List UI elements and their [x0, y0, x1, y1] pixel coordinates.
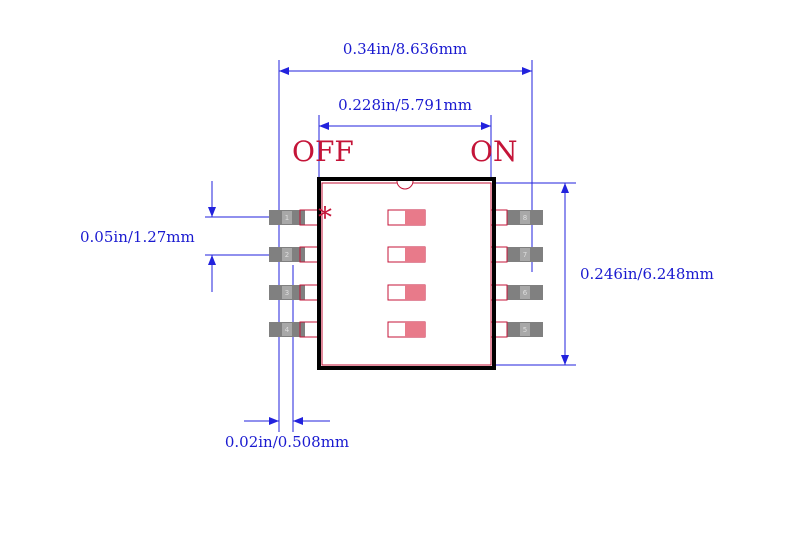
pad-2: 2: [269, 247, 305, 262]
body-width-dimension: 0.228in/5.791mm: [318, 96, 492, 180]
body-width-label: 0.228in/5.791mm: [338, 96, 472, 114]
component-body: *: [317, 177, 496, 370]
body-height-dimension: 0.246in/6.248mm: [495, 182, 714, 366]
pad-5: 5: [507, 322, 543, 337]
overall-width-dimension: 0.34in/8.636mm: [278, 40, 533, 432]
switch-4: [387, 321, 426, 338]
pad-6-number: 6: [523, 289, 528, 297]
off-label: OFF: [292, 135, 354, 168]
pad-1-number: 1: [285, 214, 289, 222]
pad-4: 4: [269, 322, 305, 337]
overall-width-label: 0.34in/8.636mm: [343, 40, 467, 58]
pad-8: 8: [507, 210, 543, 225]
pad-7-number: 7: [523, 251, 527, 259]
pad-6: 6: [507, 285, 543, 300]
switch-actuators: [387, 209, 426, 338]
pad-2-number: 2: [285, 251, 289, 259]
body-height-label: 0.246in/6.248mm: [580, 265, 714, 283]
pad-5-number: 5: [523, 326, 527, 334]
pin1-notch: [396, 180, 414, 190]
pad-4-number: 4: [285, 326, 290, 334]
switch-2: [387, 246, 426, 263]
on-label: ON: [470, 135, 517, 168]
switch-3: [387, 284, 426, 301]
pin1-marker: *: [318, 201, 332, 234]
right-pads: 8 7 6 5: [507, 210, 543, 337]
switch-1: [387, 209, 426, 226]
pad-width-label: 0.02in/0.508mm: [225, 433, 349, 451]
pitch-dimension: 0.05in/1.27mm: [80, 181, 300, 292]
pad-8-number: 8: [523, 214, 527, 222]
pad-7: 7: [507, 247, 543, 262]
pitch-label: 0.05in/1.27mm: [80, 228, 195, 246]
pad-3-number: 3: [285, 289, 289, 297]
pad-3: 3: [269, 285, 305, 300]
left-pads: 1 2 3 4: [269, 210, 305, 337]
pad-1: 1: [269, 210, 305, 225]
